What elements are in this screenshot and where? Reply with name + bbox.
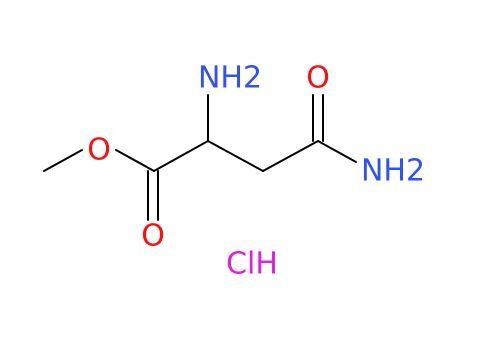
bond-layer: [43, 94, 357, 221]
bond-alpha-methylene: [207, 140, 264, 172]
amide-nitrogen-label: NH2: [361, 154, 425, 189]
ester-carbonyl-oxygen-label: O: [141, 219, 165, 254]
bond-methylene-amide-carbon: [262, 140, 319, 172]
amide-carbonyl-oxygen-label: O: [306, 61, 330, 96]
alpha-amine-label: NH2: [198, 61, 262, 96]
bond-oxygen-ester-carbon: [115, 149, 155, 172]
methoxy-oxygen-label: O: [87, 133, 111, 168]
bond-amide-nitrogen: [317, 140, 357, 163]
bond-methyl-oxygen: [43, 149, 83, 172]
hydrochloride-salt-label: ClH: [226, 247, 278, 282]
bond-ester-alpha-carbon: [153, 140, 209, 172]
atom-label-layer: O O O NH2 NH2 ClH: [87, 61, 425, 282]
